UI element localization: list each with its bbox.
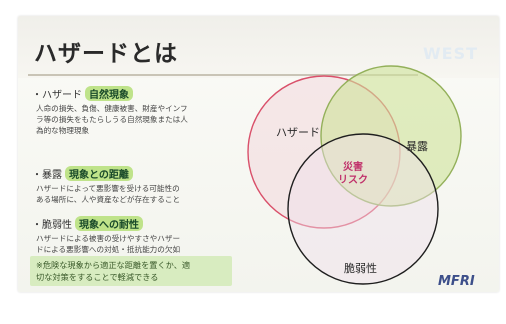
bullet-keyword: 現象への耐性 [75,216,143,231]
venn-diagram: ハザード 暴露 脆弱性 災害 リスク [247,65,462,285]
vulnerability-label: 脆弱性 [344,261,377,275]
center-label-line1: 災害 [342,160,363,173]
note-box: ※危険な現象から適正な距離を置くか、適 切な対策をすることで軽減できる [30,256,232,286]
bullet-line: ハザードによって悪影響を受ける可能性の [36,184,180,193]
bullet-line: ドによる悪影響への対処・抵抗能力の欠如 [36,245,181,254]
title-bar [18,16,499,78]
bullet-line: ある場所に、人や資産などが存在すること [36,195,181,204]
bullet-line: ラ等の損失をもたらしうる自然現象または人 [36,115,188,124]
bullet-hazard: ・ハザード自然現象 人命の損失、負傷、健康被害、財産やインフ ラ等の損失をもたら… [32,86,232,136]
title-underline [28,74,418,76]
bullet-keyword: 自然現象 [85,86,133,101]
bullet-lead: ・ハザード [32,90,82,101]
vulnerability-circle [287,133,439,285]
bullet-line: 人命の損失、負傷、健康被害、財産やインフ [36,104,188,113]
bullet-description: ハザードによって悪影響を受ける可能性の ある場所に、人や資産などが存在すること [32,183,232,205]
bullet-description: ハザードによる被害の受けやすさやハザー ドによる悪影響への対処・抵抗能力の欠如 [32,233,232,255]
center-label-line2: リスク [338,174,368,186]
exposure-label: 暴露 [406,140,428,153]
bullet-line: 為的な物理現象 [36,126,90,135]
exposure-circle [320,65,462,207]
hazard-label: ハザード [276,126,320,139]
note-line: 切な対策をすることで軽減できる [36,272,159,282]
bullet-lead: ・脆弱性 [32,220,72,231]
bullet-lead: ・暴露 [32,170,62,181]
bullet-line: ハザードによる被害の受けやすさやハザー [36,234,181,243]
bullet-vulnerability: ・脆弱性現象への耐性 ハザードによる被害の受けやすさやハザー ドによる悪影響への… [32,216,232,255]
bullet-keyword: 現象との距離 [65,166,133,181]
note-line: ※危険な現象から適正な距離を置くか、適 [36,260,191,270]
slide-title: ハザードとは [34,41,178,67]
bullet-exposure: ・暴露現象との距離 ハザードによって悪影響を受ける可能性の ある場所に、人や資産… [32,166,232,205]
mfri-logo: MFRI [438,274,475,289]
watermark: WEST [423,44,479,63]
bullet-description: 人命の損失、負傷、健康被害、財産やインフ ラ等の損失をもたらしうる自然現象または… [32,103,232,136]
slide: ハザードとは WEST ・ハザード自然現象 人命の損失、負傷、健康被害、財産やイ… [18,16,499,292]
